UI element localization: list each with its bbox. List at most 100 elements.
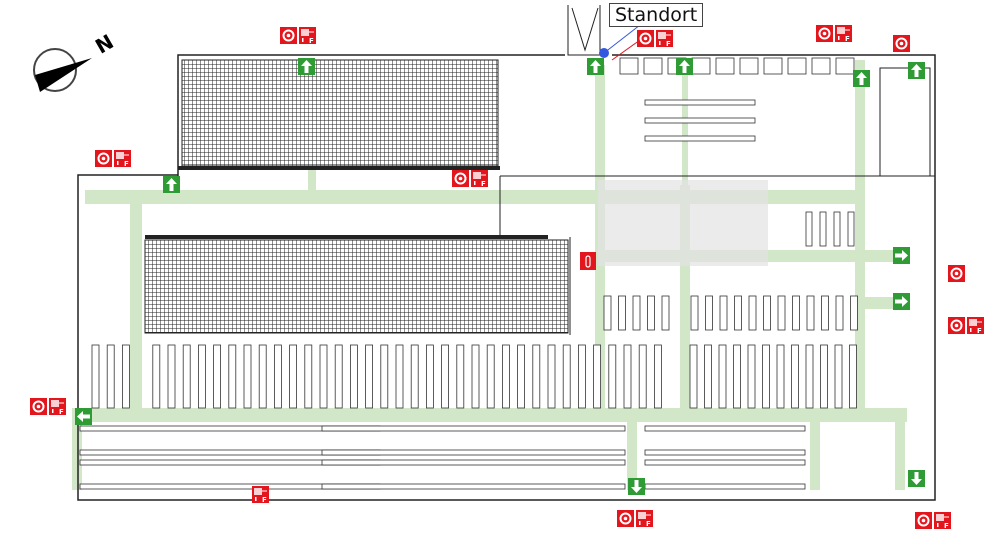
fire-equipment-sign: F [816, 25, 852, 43]
rack [167, 344, 176, 409]
rack [273, 344, 282, 409]
rack [777, 295, 786, 331]
rack [747, 344, 756, 409]
escape-route-segment [855, 60, 865, 410]
rack [821, 295, 829, 331]
building-walls [77, 5, 936, 501]
fire-alarm-icon [637, 30, 654, 47]
emergency-exit-sign-right [893, 247, 910, 264]
rack [122, 344, 130, 409]
rack [182, 344, 191, 409]
arrow-left-icon [77, 411, 90, 422]
emergency-exit-sign-up [908, 62, 925, 79]
arrow-right-icon [895, 250, 908, 261]
loading-dock [691, 57, 711, 75]
rack [734, 295, 742, 331]
fire-hose-icon: F [114, 150, 131, 168]
fire-alarm-icon [816, 25, 833, 42]
rack [593, 344, 601, 409]
rack [608, 344, 617, 409]
rack [532, 344, 541, 409]
rack [847, 211, 855, 247]
rack [243, 344, 252, 409]
arrow-up-icon [590, 60, 601, 73]
fire-alarm-icon [915, 512, 932, 529]
exit-signs [75, 58, 925, 495]
emergency-exit-sign-right [893, 293, 910, 310]
loading-dock [619, 57, 639, 75]
rack [547, 344, 556, 409]
rack-row [644, 449, 806, 456]
fire-alarm-icon [95, 150, 112, 167]
rack-row [644, 117, 756, 124]
fire-hose-icon: F [656, 30, 673, 48]
extinguisher-letter: F [481, 180, 486, 188]
location-marker [599, 24, 641, 61]
escape-route-segment [810, 420, 820, 490]
fire-equipment-sign: F [30, 398, 66, 416]
rack [763, 295, 771, 331]
rack [705, 295, 713, 331]
rack-row [644, 425, 806, 432]
extinguisher-letter: F [262, 496, 267, 504]
extinguisher-letter: F [845, 35, 850, 43]
fire-hose-icon: F [299, 27, 316, 45]
fire-hose-icon: F [252, 486, 269, 504]
arrow-up-icon [856, 72, 867, 85]
fire-equipment-sign [580, 252, 596, 270]
emergency-exit-sign-up [676, 58, 693, 75]
rack-rows [79, 57, 858, 490]
loading-dock [811, 57, 831, 75]
fire-equipment-sign: F [452, 170, 488, 188]
arrow-up-icon [911, 64, 922, 77]
arrow-up-icon [166, 178, 177, 191]
rack [258, 344, 267, 409]
rack [654, 344, 662, 409]
loading-dock [763, 57, 783, 75]
rack [380, 344, 389, 409]
fire-hose-icon: F [934, 512, 951, 530]
arrow-up-icon [301, 60, 312, 73]
rack [228, 344, 237, 409]
fire-hose-icon: F [967, 317, 984, 335]
rack [197, 344, 206, 409]
rack [486, 344, 495, 409]
rack [733, 344, 741, 409]
fire-alarm-icon [30, 398, 47, 415]
rack [410, 344, 419, 409]
extinguisher-letter: F [124, 160, 129, 168]
rack-row [321, 459, 626, 466]
rack [632, 295, 641, 331]
rack-row [321, 425, 626, 432]
extinguisher-letter: F [944, 522, 949, 530]
storage-block-upper [181, 59, 499, 167]
rack-row [644, 459, 806, 466]
fire-hose-icon: F [636, 510, 653, 528]
rack [304, 344, 313, 409]
emergency-exit-sign-up [587, 58, 604, 75]
fire-equipment-sign [948, 265, 965, 282]
rack [349, 344, 358, 409]
rack [289, 344, 298, 409]
rack [762, 344, 770, 409]
rack-row [644, 99, 756, 106]
extinguisher-letter: F [666, 40, 671, 48]
fire-equipment-signs: F F F F F F F F F F [30, 25, 984, 530]
fire-equipment-sign: F [948, 317, 984, 335]
rack [578, 344, 586, 409]
rack [805, 211, 813, 247]
escape-route-segment [130, 190, 142, 412]
conveyor-area [598, 180, 768, 266]
arrow-down-icon [911, 472, 922, 485]
fire-alarm-icon [452, 170, 469, 187]
rack [850, 295, 858, 331]
fire-alarm-icon [617, 510, 634, 527]
storage-block-middle [144, 239, 569, 334]
rack [395, 344, 404, 409]
rack [334, 344, 343, 409]
you-are-here-marker [599, 48, 609, 58]
rack [365, 344, 374, 409]
rack [820, 344, 828, 409]
rack [213, 344, 222, 409]
